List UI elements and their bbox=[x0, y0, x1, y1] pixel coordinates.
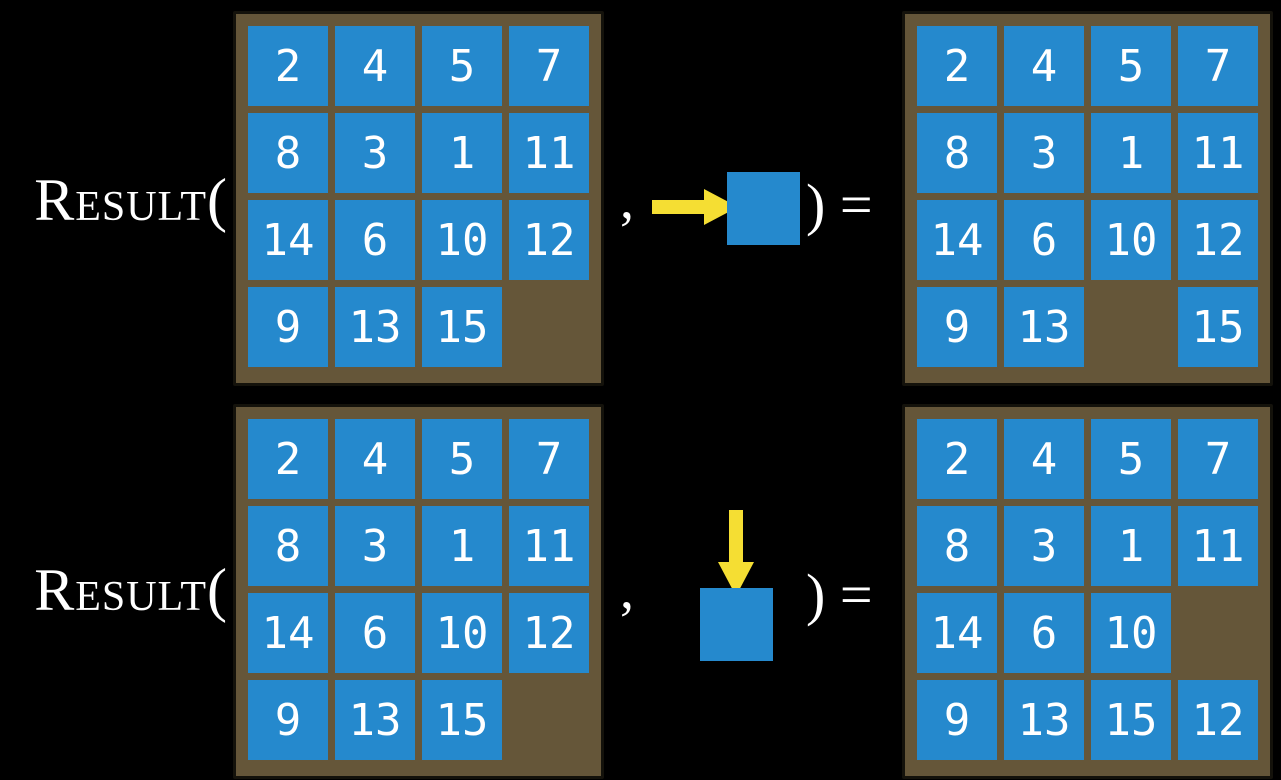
puzzle-cell: 4 bbox=[1004, 419, 1084, 499]
puzzle-cell bbox=[509, 680, 589, 760]
puzzle-cell: 1 bbox=[1091, 506, 1171, 586]
puzzle-cell: 13 bbox=[1004, 680, 1084, 760]
puzzle-cell: 1 bbox=[422, 113, 502, 193]
puzzle-cell: 15 bbox=[1178, 287, 1258, 367]
puzzle-cell: 14 bbox=[917, 593, 997, 673]
puzzle-cell: 7 bbox=[1178, 26, 1258, 106]
puzzle-cell: 13 bbox=[335, 287, 415, 367]
comma-separator: , bbox=[620, 559, 634, 621]
puzzle-cell: 10 bbox=[1091, 593, 1171, 673]
puzzle-board-output: 2 4 5 7 8 3 1 11 14 6 10 9 13 15 12 bbox=[902, 404, 1273, 779]
puzzle-cell: 5 bbox=[422, 26, 502, 106]
action-tile bbox=[700, 588, 773, 661]
puzzle-cell: 8 bbox=[248, 506, 328, 586]
puzzle-cell: 7 bbox=[1178, 419, 1258, 499]
puzzle-cell: 15 bbox=[422, 287, 502, 367]
puzzle-cell bbox=[509, 287, 589, 367]
puzzle-cell: 11 bbox=[509, 506, 589, 586]
puzzle-cell: 15 bbox=[1091, 680, 1171, 760]
puzzle-cell: 11 bbox=[1178, 506, 1258, 586]
puzzle-board-input: 2 4 5 7 8 3 1 11 14 6 10 12 9 13 15 bbox=[233, 404, 604, 779]
puzzle-cell: 12 bbox=[1178, 200, 1258, 280]
puzzle-board-output: 2 4 5 7 8 3 1 11 14 6 10 12 9 13 15 bbox=[902, 11, 1273, 386]
puzzle-cell bbox=[1178, 593, 1258, 673]
puzzle-cell: 9 bbox=[248, 287, 328, 367]
puzzle-cell: 5 bbox=[1091, 419, 1171, 499]
puzzle-cell: 7 bbox=[509, 419, 589, 499]
puzzle-cell: 5 bbox=[422, 419, 502, 499]
puzzle-cell: 12 bbox=[509, 593, 589, 673]
puzzle-cell: 3 bbox=[335, 506, 415, 586]
puzzle-cell: 8 bbox=[917, 506, 997, 586]
puzzle-cell: 14 bbox=[248, 200, 328, 280]
puzzle-board-input: 2 4 5 7 8 3 1 11 14 6 10 12 9 13 15 bbox=[233, 11, 604, 386]
puzzle-cell: 3 bbox=[1004, 113, 1084, 193]
puzzle-cell: 9 bbox=[917, 680, 997, 760]
puzzle-cell: 1 bbox=[422, 506, 502, 586]
puzzle-cell: 3 bbox=[1004, 506, 1084, 586]
puzzle-cell: 8 bbox=[917, 113, 997, 193]
puzzle-cell: 10 bbox=[1091, 200, 1171, 280]
close-paren-equals: ) = bbox=[806, 561, 873, 627]
puzzle-cell: 11 bbox=[1178, 113, 1258, 193]
puzzle-cell: 9 bbox=[248, 680, 328, 760]
puzzle-cell: 6 bbox=[1004, 200, 1084, 280]
puzzle-cell: 6 bbox=[335, 593, 415, 673]
puzzle-cell: 4 bbox=[335, 419, 415, 499]
action-tile bbox=[727, 172, 800, 245]
puzzle-cell: 3 bbox=[335, 113, 415, 193]
close-paren-equals: ) = bbox=[806, 171, 873, 237]
puzzle-cell: 4 bbox=[335, 26, 415, 106]
down-arrow-icon bbox=[718, 510, 754, 596]
example-slide-down: Result( 2 4 5 7 8 3 1 11 14 6 10 12 9 13… bbox=[0, 390, 1281, 780]
puzzle-cell: 2 bbox=[248, 419, 328, 499]
puzzle-cell: 4 bbox=[1004, 26, 1084, 106]
puzzle-cell: 14 bbox=[917, 200, 997, 280]
puzzle-cell: 2 bbox=[917, 419, 997, 499]
result-function-label: Result( bbox=[34, 556, 228, 623]
puzzle-cell: 13 bbox=[1004, 287, 1084, 367]
puzzle-cell: 10 bbox=[422, 200, 502, 280]
comma-separator: , bbox=[620, 169, 634, 231]
puzzle-cell: 12 bbox=[509, 200, 589, 280]
puzzle-cell: 8 bbox=[248, 113, 328, 193]
puzzle-cell: 2 bbox=[248, 26, 328, 106]
result-function-label: Result( bbox=[34, 166, 228, 233]
puzzle-cell: 1 bbox=[1091, 113, 1171, 193]
puzzle-cell: 5 bbox=[1091, 26, 1171, 106]
puzzle-cell: 9 bbox=[917, 287, 997, 367]
puzzle-cell: 2 bbox=[917, 26, 997, 106]
puzzle-cell: 6 bbox=[1004, 593, 1084, 673]
puzzle-cell: 11 bbox=[509, 113, 589, 193]
puzzle-cell: 6 bbox=[335, 200, 415, 280]
puzzle-cell bbox=[1091, 287, 1171, 367]
puzzle-cell: 15 bbox=[422, 680, 502, 760]
puzzle-cell: 13 bbox=[335, 680, 415, 760]
puzzle-cell: 10 bbox=[422, 593, 502, 673]
right-arrow-icon bbox=[652, 189, 738, 225]
puzzle-cell: 14 bbox=[248, 593, 328, 673]
puzzle-cell: 7 bbox=[509, 26, 589, 106]
example-slide-right: Result( 2 4 5 7 8 3 1 11 14 6 10 12 9 13… bbox=[34, 11, 1273, 386]
puzzle-cell: 12 bbox=[1178, 680, 1258, 760]
